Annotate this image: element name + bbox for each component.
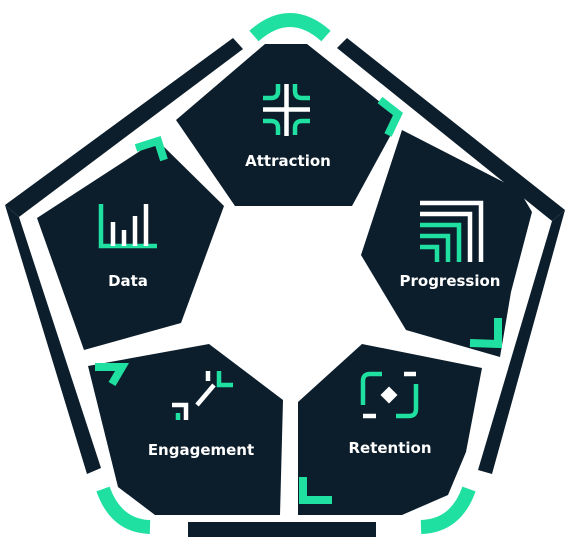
bar-chart-icon (98, 204, 157, 249)
frame-band-left (5, 205, 101, 474)
accent-progression (469, 318, 502, 349)
segment-label-engagement: Engagement (148, 441, 254, 459)
frame-band-right (478, 210, 565, 474)
outer-accents (96, 13, 476, 534)
progression-icon (420, 200, 484, 262)
frame-band-top-left (5, 38, 243, 217)
accent-corner-bottom-left (96, 486, 151, 534)
segment-label-attraction: Attraction (245, 152, 331, 170)
accent-corner-bottom-right (420, 486, 476, 534)
engagement-icon (172, 371, 233, 420)
segment-label-retention: Retention (348, 439, 431, 457)
accent-engagement (95, 363, 129, 387)
outer-frame (5, 38, 565, 537)
accent-corner-top (249, 13, 331, 42)
segment-label-progression: Progression (400, 272, 501, 290)
accent-attraction (377, 96, 403, 137)
segment-engagement-shape (88, 344, 283, 515)
retention-icon (360, 371, 419, 419)
frame-band-bottom (188, 522, 376, 537)
segment-retention (298, 344, 482, 515)
segment-engagement (88, 344, 283, 515)
segment-retention-shape (298, 344, 482, 515)
segment-label-data: Data (108, 272, 148, 290)
accent-retention (299, 477, 332, 504)
accent-data (134, 135, 168, 162)
attraction-icon (263, 84, 310, 136)
frame-band-top-right (337, 38, 565, 221)
